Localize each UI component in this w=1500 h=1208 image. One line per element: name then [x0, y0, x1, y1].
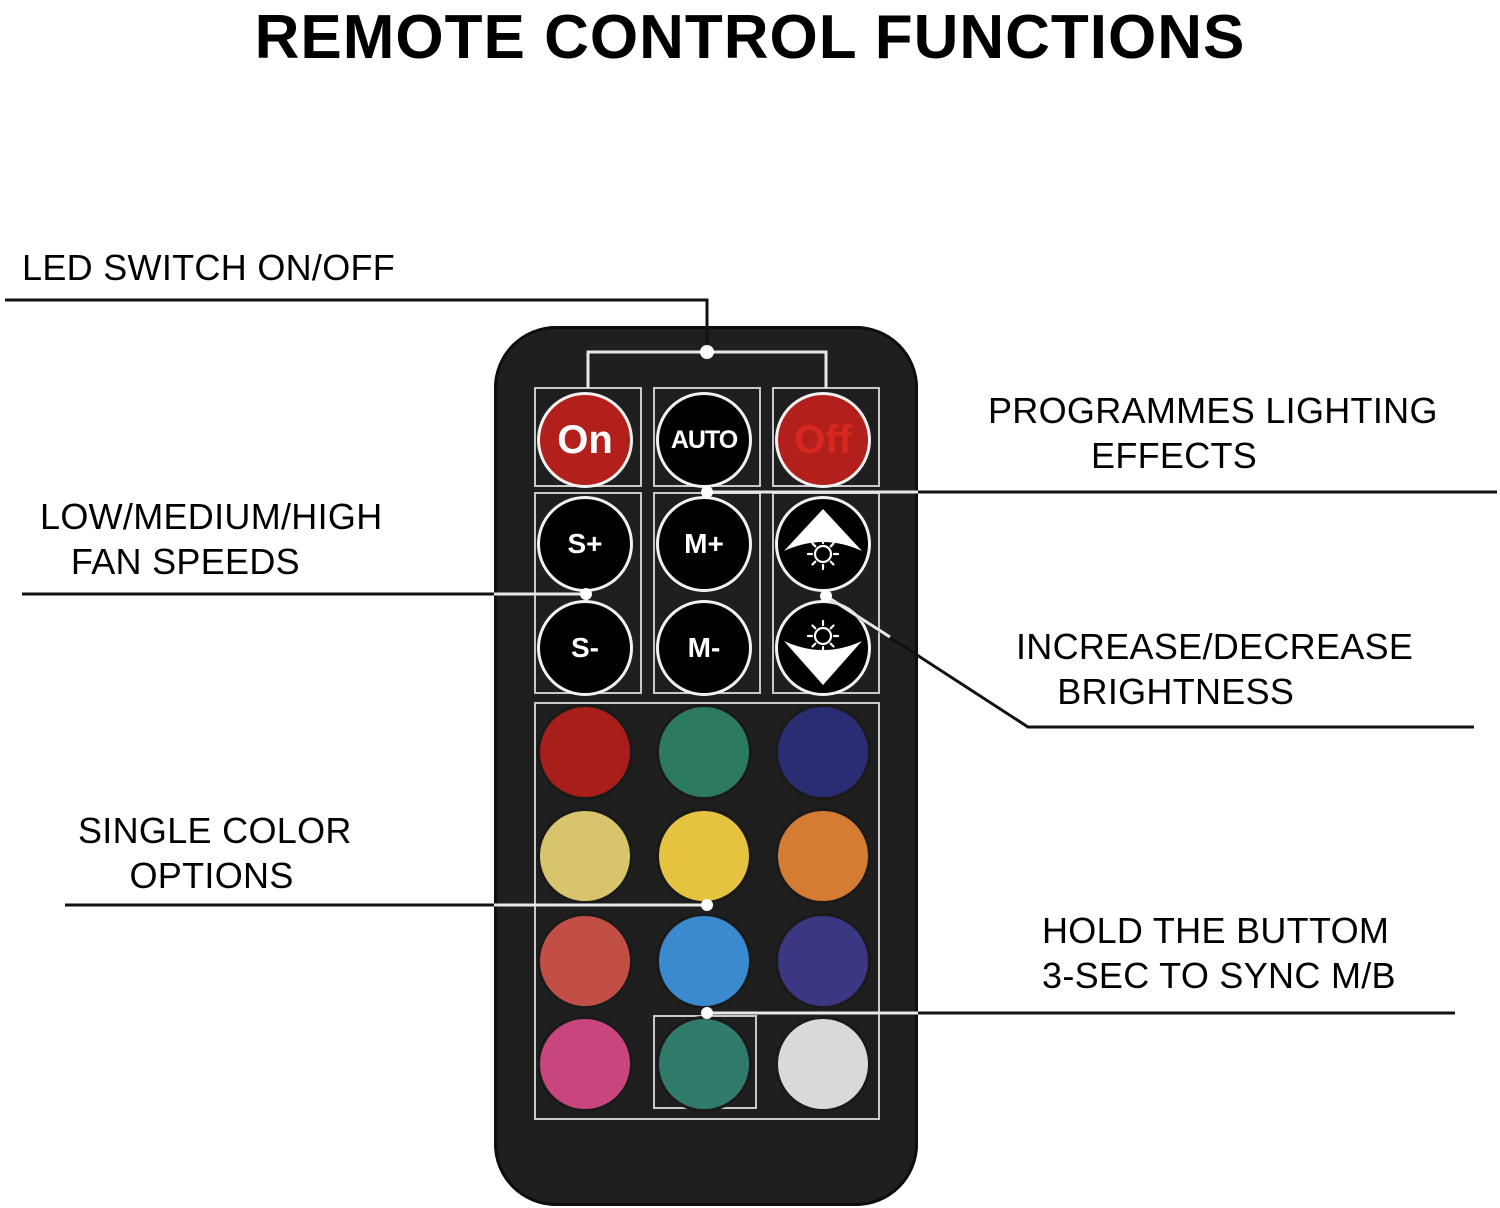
color-swatch-button[interactable] [537, 913, 633, 1009]
callout-led-switch: LED SWITCH ON/OFF [22, 247, 396, 288]
mode-up-label: M+ [684, 528, 724, 559]
off-button-label: Off [794, 417, 852, 462]
callout-fan-speeds: LOW/MEDIUM/HIGH FAN SPEEDS [40, 496, 383, 582]
auto-button-label: AUTO [670, 425, 738, 454]
page-title: REMOTE CONTROL FUNCTIONS [254, 3, 1246, 72]
speed-up-button[interactable]: S+ [537, 496, 633, 592]
speed-up-label: S+ [567, 528, 603, 559]
color-swatch-button[interactable] [775, 913, 871, 1009]
color-swatch-button[interactable] [656, 808, 752, 904]
color-swatch-button[interactable] [775, 704, 871, 800]
color-swatch-button[interactable] [656, 704, 752, 800]
speed-down-label: S- [571, 632, 599, 663]
remote-control: On AUTO Off S+ S- M+ M- [494, 326, 918, 1206]
panel-colors [534, 702, 880, 1120]
brightness-down-button[interactable] [775, 600, 871, 696]
brightness-up-icon [784, 509, 862, 571]
off-button[interactable]: Off [775, 392, 871, 488]
callout-programmes: PROGRAMMES LIGHTING EFFECTS [988, 390, 1438, 476]
color-swatch-button[interactable] [656, 913, 752, 1009]
auto-button[interactable]: AUTO [656, 392, 752, 488]
on-button-label: On [557, 417, 613, 462]
color-swatch-button[interactable] [537, 808, 633, 904]
callout-brightness: INCREASE/DECREASE BRIGHTNESS [1016, 626, 1414, 712]
color-swatch-button[interactable] [656, 1016, 752, 1112]
on-button[interactable]: On [537, 392, 633, 488]
speed-down-button[interactable]: S- [537, 600, 633, 696]
callout-sync: HOLD THE BUTTOM 3-SEC TO SYNC M/B [1042, 910, 1396, 996]
color-swatch-button[interactable] [537, 704, 633, 800]
mode-up-button[interactable]: M+ [656, 496, 752, 592]
callout-single-color: SINGLE COLOR OPTIONS [78, 810, 352, 896]
mode-down-button[interactable]: M- [656, 600, 752, 696]
brightness-down-icon [784, 619, 862, 685]
brightness-up-button[interactable] [775, 496, 871, 592]
color-swatch-button[interactable] [537, 1016, 633, 1112]
color-swatch-button[interactable] [775, 808, 871, 904]
mode-down-label: M- [687, 632, 721, 663]
color-swatch-button[interactable] [775, 1016, 871, 1112]
